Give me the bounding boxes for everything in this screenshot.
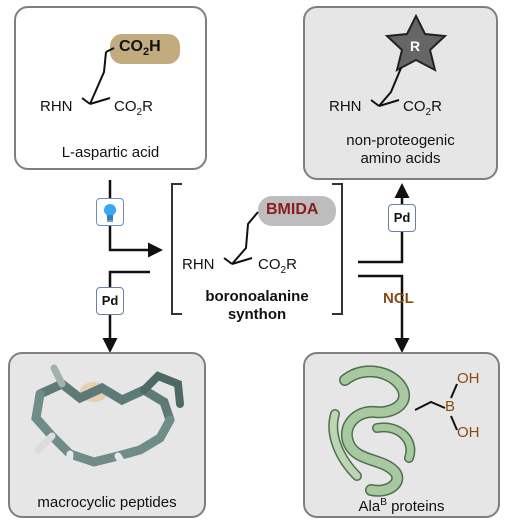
synthon-bracket [171, 183, 343, 315]
hydroxyl-top-label: OH [457, 370, 480, 387]
aspartic-acid-panel: CO2H RHN CO2R L-aspartic acid [14, 6, 207, 170]
pd-reagent-right: Pd [388, 204, 416, 232]
boronoalanine-synthon: BMIDA RHN CO2R boronoalanine synthon [171, 183, 343, 330]
amino-acids-caption-line1: non-proteogenic [346, 132, 455, 149]
ester-label: CO2R [403, 98, 442, 118]
macrocyclic-peptides-panel: macrocyclic peptides [8, 352, 206, 518]
amine-label: RHN [40, 98, 73, 115]
amino-acid-structure [370, 13, 448, 107]
ester-label: CO2R [258, 256, 297, 276]
bmida-highlight [258, 196, 336, 226]
co2h-highlight [110, 34, 180, 64]
ncl-label: NCL [383, 290, 414, 307]
pd-reagent-left: Pd [96, 287, 124, 315]
arrow-to-macrocycles [102, 270, 150, 353]
boron-label: B [445, 398, 456, 415]
bmida-label: BMIDA [266, 201, 319, 218]
ester-label: CO2R [114, 98, 153, 118]
aspartic-acid-structure [81, 34, 180, 105]
macrocycle-model [31, 364, 184, 492]
hydroxyl-bottom-label: OH [457, 424, 480, 441]
r-group-star [384, 13, 448, 72]
r-group-label: R [410, 38, 421, 54]
synthon-caption-line1: boronoalanine [205, 288, 309, 305]
boron-linker [414, 400, 446, 411]
synthon-caption-line2: synthon [227, 306, 287, 323]
amine-label: RHN [182, 256, 215, 273]
amine-label: RHN [329, 98, 362, 115]
amino-acids-caption-line2: amino acids [360, 150, 441, 167]
alab-proteins-panel: B OH OH AlaB proteins [303, 352, 500, 518]
photocatalysis-reagent [96, 198, 124, 226]
amino-acids-panel: R RHN CO2R non-proteogenic amino acids [303, 6, 498, 180]
alab-proteins-caption: AlaB proteins [358, 497, 445, 515]
protein-model [328, 365, 458, 497]
aspartic-acid-caption: L-aspartic acid [61, 144, 160, 161]
co2h-label: CO2H [119, 38, 161, 59]
lightbulb-icon [104, 204, 116, 222]
macrocycle-caption: macrocyclic peptides [37, 494, 177, 511]
arrow-to-proteins [358, 274, 410, 353]
